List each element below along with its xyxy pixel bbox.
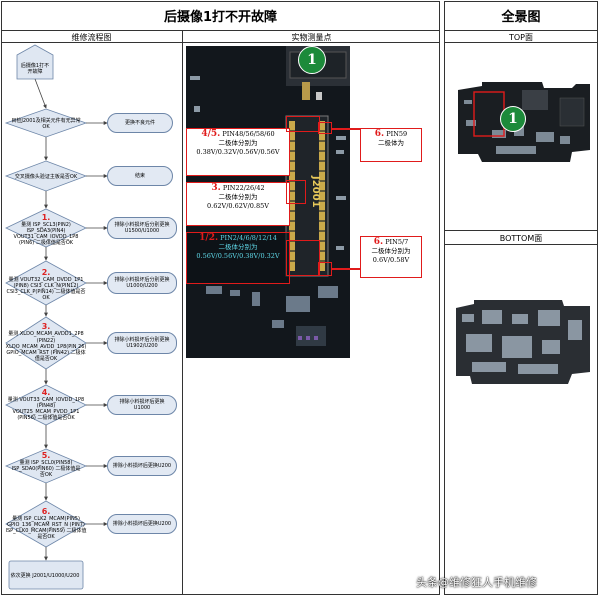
flow-step-1: 目检J2001及相关元件有无异常OK	[8, 111, 84, 137]
annotation-6b-pins: PIN5/7	[385, 238, 409, 246]
annotation-1-2-num: 1/2.	[199, 233, 219, 243]
highlight-mid-pins	[286, 180, 306, 204]
bottom-divider-b	[444, 244, 598, 245]
flowchart	[4, 44, 108, 590]
annotation-6b-line2: 0.6V/0.58V	[372, 256, 410, 264]
highlight-pin5-7	[318, 262, 332, 276]
flow-step-7: 5. 量测 ISP_SCL0(PIN58) ISP_SDA0(PIN60) 二极…	[10, 448, 82, 482]
annotation-6b: 6. PIN5/7 二极体分别为 0.6V/0.58V	[360, 236, 422, 278]
annotation-3-line1: 二极体分别为	[218, 193, 258, 201]
annotation-6b-line1: 二极体分别为	[371, 247, 411, 255]
watermark: 头条@维修狂人手机维修	[416, 576, 537, 589]
flow-step-7-label: 量测 ISP_SCL0(PIN58) ISP_SDA0(PIN60) 二极体值是…	[11, 459, 81, 479]
flow-section-title: 维修流程图	[71, 33, 112, 42]
main-frame	[1, 1, 440, 595]
leader-pin59	[332, 128, 360, 130]
flow-step-3-num: 1.	[41, 212, 51, 222]
annotation-1-2-line2: 0.56V/0.56V/0.38V/0.32V	[196, 252, 280, 260]
flow-end: 依次更换 J2001/U1000/U200	[10, 572, 80, 579]
flow-step-1-label: 目检J2001及相关元件有无异常OK	[11, 117, 81, 130]
flow-step-4-num: 2.	[41, 267, 51, 277]
annotation-6a-pins: PIN59	[386, 130, 408, 138]
overview-divider	[444, 30, 598, 31]
annotation-6a: 6. PIN59 二极体为	[360, 128, 422, 162]
overview-title: 全景图	[501, 10, 541, 25]
flow-step-4-label: 量测 VOUT32_CAM_DVDD_1P1 (PIN8) CSI3_CLK_N…	[6, 276, 86, 302]
flow-step-7-num: 5.	[41, 450, 51, 460]
flow-step-8-label: 量测 ISP_CLK2_MCAM(PIN5) GPIO_136_MCAM_RST…	[5, 515, 87, 541]
annotation-4-5-line2: 0.38V/0.32V/0.56V/0.56V	[196, 148, 280, 156]
flow-step-3: 1. 量测 ISP_SCL3(PIN2) ISP_SDA3(PIN4) VOUT…	[6, 209, 86, 251]
annotation-6a-line1: 二极体为	[378, 139, 404, 147]
highlight-bottom-pins	[286, 240, 320, 276]
annotation-4-5-line1: 二极体分别为	[218, 139, 258, 147]
flow-step-6-label: 量测 VOUT33_CAM_IOVDD_1P8 (PIN48) VOUT25_M…	[7, 396, 85, 422]
flow-step-3-label: 量测 ISP_SCL3(PIN2) ISP_SDA3(PIN4) VOUT31_…	[13, 221, 79, 247]
flow-step-6: 4. 量测 VOUT33_CAM_IOVDD_1P8 (PIN48) VOUT2…	[6, 384, 86, 426]
overview-frame	[444, 1, 598, 595]
flow-step-5-label: 量测 XLDO_MCAM_AVDD1_2P8 (PIN22) XLDO_MCAM…	[5, 331, 87, 363]
flow-action-6: 排除小料损坏后更换 U1000	[107, 395, 177, 415]
page-title: 后摄像1打不开故障	[163, 10, 278, 25]
flow-action-3: 排除小料损坏后分别更换 U1500/U1000	[107, 217, 177, 239]
bottom-section-title: BOTTOM面	[499, 234, 543, 243]
top-divider	[444, 42, 598, 43]
flow-action-8: 排除小料损坏后更换U200	[107, 514, 177, 534]
flow-step-5: 3. 量测 XLDO_MCAM_AVDD1_2P8 (PIN22) XLDO_M…	[4, 318, 88, 368]
leader-pin5-7	[332, 268, 360, 270]
annotation-3: 3. PIN22/26/42 二极体分别为 0.62V/0.62V/0.85V	[186, 182, 290, 226]
section-divider	[1, 42, 440, 43]
flow-start: 后摄像1打不开故障	[20, 62, 50, 75]
annotation-4-5-pins: PIN48/56/58/60	[222, 130, 275, 138]
annotation-1-2-line1: 二极体分别为	[218, 243, 258, 251]
annotation-1-2-pins: PIN2/4/6/8/12/14	[220, 234, 277, 242]
highlight-pin59	[318, 122, 332, 134]
flow-action-4: 排除小料损坏后分别更换 U1000/U200	[107, 272, 177, 294]
annotation-1-2: 1/2. PIN2/4/6/8/12/14 二极体分别为 0.56V/0.56V…	[186, 232, 290, 284]
annotation-6b-num: 6.	[373, 237, 384, 247]
annotation-3-pins: PIN22/26/42	[222, 184, 265, 192]
bottom-divider-a	[444, 230, 598, 231]
flow-step-4: 2. 量测 VOUT32_CAM_DVDD_1P1 (PIN8) CSI3_CL…	[6, 262, 86, 308]
annotation-3-num: 3.	[211, 183, 221, 193]
board-badge: 1	[298, 46, 326, 74]
flow-step-5-num: 3.	[41, 322, 51, 332]
annotation-3-line2: 0.62V/0.62V/0.85V	[207, 202, 269, 210]
flow-start-shape	[16, 44, 54, 80]
top-section-title: TOP面	[508, 33, 533, 42]
top-board-badge: 1	[500, 106, 526, 132]
column-divider	[182, 31, 183, 595]
flow-action-7: 排除小料损坏后更换U200	[107, 456, 177, 476]
photo-section-title: 实物测量点	[291, 33, 332, 42]
flow-step-8: 6. 量测 ISP_CLK2_MCAM(PIN5) GPIO_136_MCAM_…	[4, 500, 88, 548]
annotation-4-5: 4/5. PIN48/56/58/60 二极体分别为 0.38V/0.32V/0…	[186, 128, 290, 176]
bottom-board-image	[456, 300, 590, 384]
flow-end-shape	[8, 560, 84, 590]
flow-step-2: 交叉摄像头验证主板是否OK	[10, 164, 82, 190]
flow-action-2: 结束	[107, 166, 173, 186]
annotation-6a-num: 6.	[374, 129, 385, 139]
highlight-top-pins	[286, 116, 320, 132]
flow-step-8-num: 6.	[41, 506, 51, 516]
flow-step-2-label: 交叉摄像头验证主板是否OK	[14, 173, 78, 180]
flow-action-1: 更换不良元件	[107, 113, 173, 133]
annotation-4-5-num: 4/5.	[201, 129, 221, 139]
title-divider	[1, 30, 440, 31]
flow-action-5: 排除小料损坏后分别更换 U1902/U200	[107, 332, 177, 354]
connector-label: J2001	[310, 176, 321, 208]
flow-step-6-num: 4.	[41, 387, 51, 397]
